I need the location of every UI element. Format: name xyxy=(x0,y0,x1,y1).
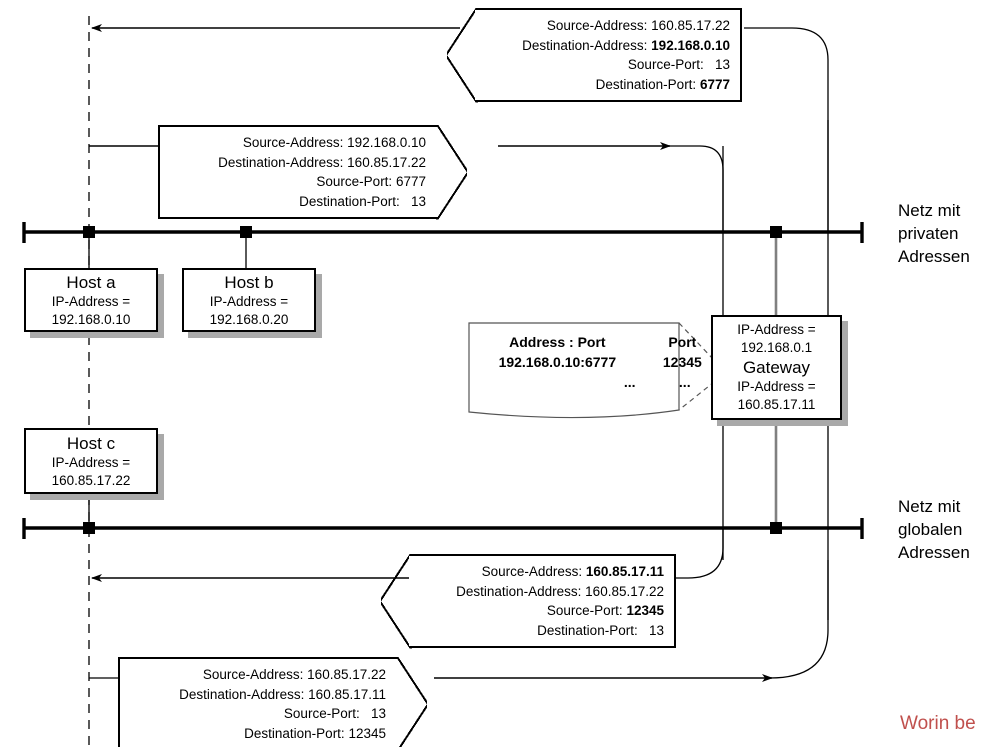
nat-row-1-address-port: ... xyxy=(623,374,636,390)
flow-pkt2-curve xyxy=(668,145,724,232)
nat-table-row: ... ... xyxy=(466,372,716,392)
gateway-private-ip-value: 192.168.0.1 xyxy=(740,340,813,355)
flow-pkt1-curve xyxy=(744,27,829,232)
bus-node-gateway-private xyxy=(770,226,782,238)
nat-row-0-address-port: 192.168.0.10:6777 xyxy=(498,354,617,370)
network-label-global-line-0: Netz mit xyxy=(898,497,961,516)
bus-node-host-b xyxy=(240,226,252,238)
nat-header-address-port: Address : Port xyxy=(509,334,606,350)
caption-text: Worin be xyxy=(900,713,976,734)
packet-box-4: Source-Address: 160.85.17.22 Destination… xyxy=(118,656,427,747)
network-label-private-line-0: Netz mit xyxy=(898,201,961,220)
packet-2-field-3: Destination-Port: 13 xyxy=(299,193,426,209)
bus-node-host-c xyxy=(83,522,95,534)
network-label-global-line-1: globalen xyxy=(898,520,963,539)
host-b-title: Host b xyxy=(224,272,274,292)
gateway-title: Gateway xyxy=(742,358,811,377)
bus-private xyxy=(22,222,864,243)
nat-translation-table: Address : Port Port 192.168.0.10:6777 12… xyxy=(466,320,716,425)
packet-3-field-0: Source-Address: 160.85.17.11 xyxy=(481,564,664,579)
packet-4-field-0: Source-Address: 160.85.17.22 xyxy=(202,667,386,682)
network-label-private-line-2: Adressen xyxy=(898,247,970,266)
packet-1-field-3: Destination-Port: 6777 xyxy=(595,76,730,92)
host-c-ip-value: 160.85.17.22 xyxy=(51,472,131,488)
nat-table-header-row: Address : Port Port xyxy=(466,332,716,352)
gateway-global-ip-label: IP-Address = xyxy=(737,379,816,394)
nat-row-1-port: ... xyxy=(678,374,691,390)
bus-node-gateway-global xyxy=(770,522,782,534)
packet-1-field-1: Destination-Address: 192.168.0.10 xyxy=(522,37,730,53)
packet-4-field-3: Destination-Port: 12345 xyxy=(244,725,386,741)
packet-box-1: Source-Address: 160.85.17.22 Destination… xyxy=(447,7,742,103)
network-label-private-line-1: privaten xyxy=(898,224,959,243)
nat-row-0-port: 12345 xyxy=(662,354,702,370)
host-a-ip-value: 192.168.0.10 xyxy=(51,311,131,327)
host-box-c: Host c IP-Address = 160.85.17.22 xyxy=(24,428,158,494)
nat-table-shape xyxy=(468,322,715,419)
packet-box-2: Source-Address: 192.168.0.10 Destination… xyxy=(158,124,467,220)
host-box-b: Host b IP-Address = 192.168.0.20 xyxy=(182,268,316,332)
packet-1-field-0: Source-Address: 160.85.17.22 xyxy=(546,18,730,33)
network-label-global: Netz mit globalen Adressen xyxy=(898,495,970,564)
network-label-private: Netz mit privaten Adressen xyxy=(898,199,970,268)
host-c-ip-label: IP-Address = xyxy=(51,454,131,470)
gateway-box: IP-Address = 192.168.0.1 Gateway IP-Addr… xyxy=(711,315,842,420)
gateway-global-ip-value: 160.85.17.11 xyxy=(737,397,816,412)
packet-2-field-0: Source-Address: 192.168.0.10 xyxy=(242,135,426,150)
packet-4-field-2: Source-Port: 13 xyxy=(283,706,386,721)
host-b-ip-label: IP-Address = xyxy=(209,293,289,309)
network-label-global-line-2: Adressen xyxy=(898,543,970,562)
packet-3-field-1: Destination-Address: 160.85.17.22 xyxy=(456,583,664,599)
host-b-ip-value: 192.168.0.20 xyxy=(209,311,289,327)
packet-2-field-1: Destination-Address: 160.85.17.22 xyxy=(218,154,426,170)
packet-1-field-2: Source-Port: 13 xyxy=(627,57,730,72)
bus-global xyxy=(22,518,864,539)
host-box-a: Host a IP-Address = 192.168.0.10 xyxy=(24,268,158,332)
gateway-private-ip-label: IP-Address = xyxy=(737,322,816,337)
packet-2-field-2: Source-Port: 6777 xyxy=(316,174,426,189)
nat-header-port: Port xyxy=(668,334,697,350)
nat-table-row: 192.168.0.10:6777 12345 xyxy=(466,352,716,372)
host-a-title: Host a xyxy=(66,272,116,292)
packet-box-3: Source-Address: 160.85.17.11 Destination… xyxy=(381,553,676,649)
bus-node-host-a xyxy=(83,226,95,238)
host-c-title: Host c xyxy=(66,433,116,453)
host-a-ip-label: IP-Address = xyxy=(51,293,131,309)
packet-3-field-2: Source-Port: 12345 xyxy=(546,603,664,618)
flow-pkt4-curve xyxy=(769,560,829,679)
packet-4-field-1: Destination-Address: 160.85.17.11 xyxy=(179,686,386,702)
packet-3-field-3: Destination-Port: 13 xyxy=(537,622,664,638)
flow-pkt3-curve xyxy=(676,528,724,579)
